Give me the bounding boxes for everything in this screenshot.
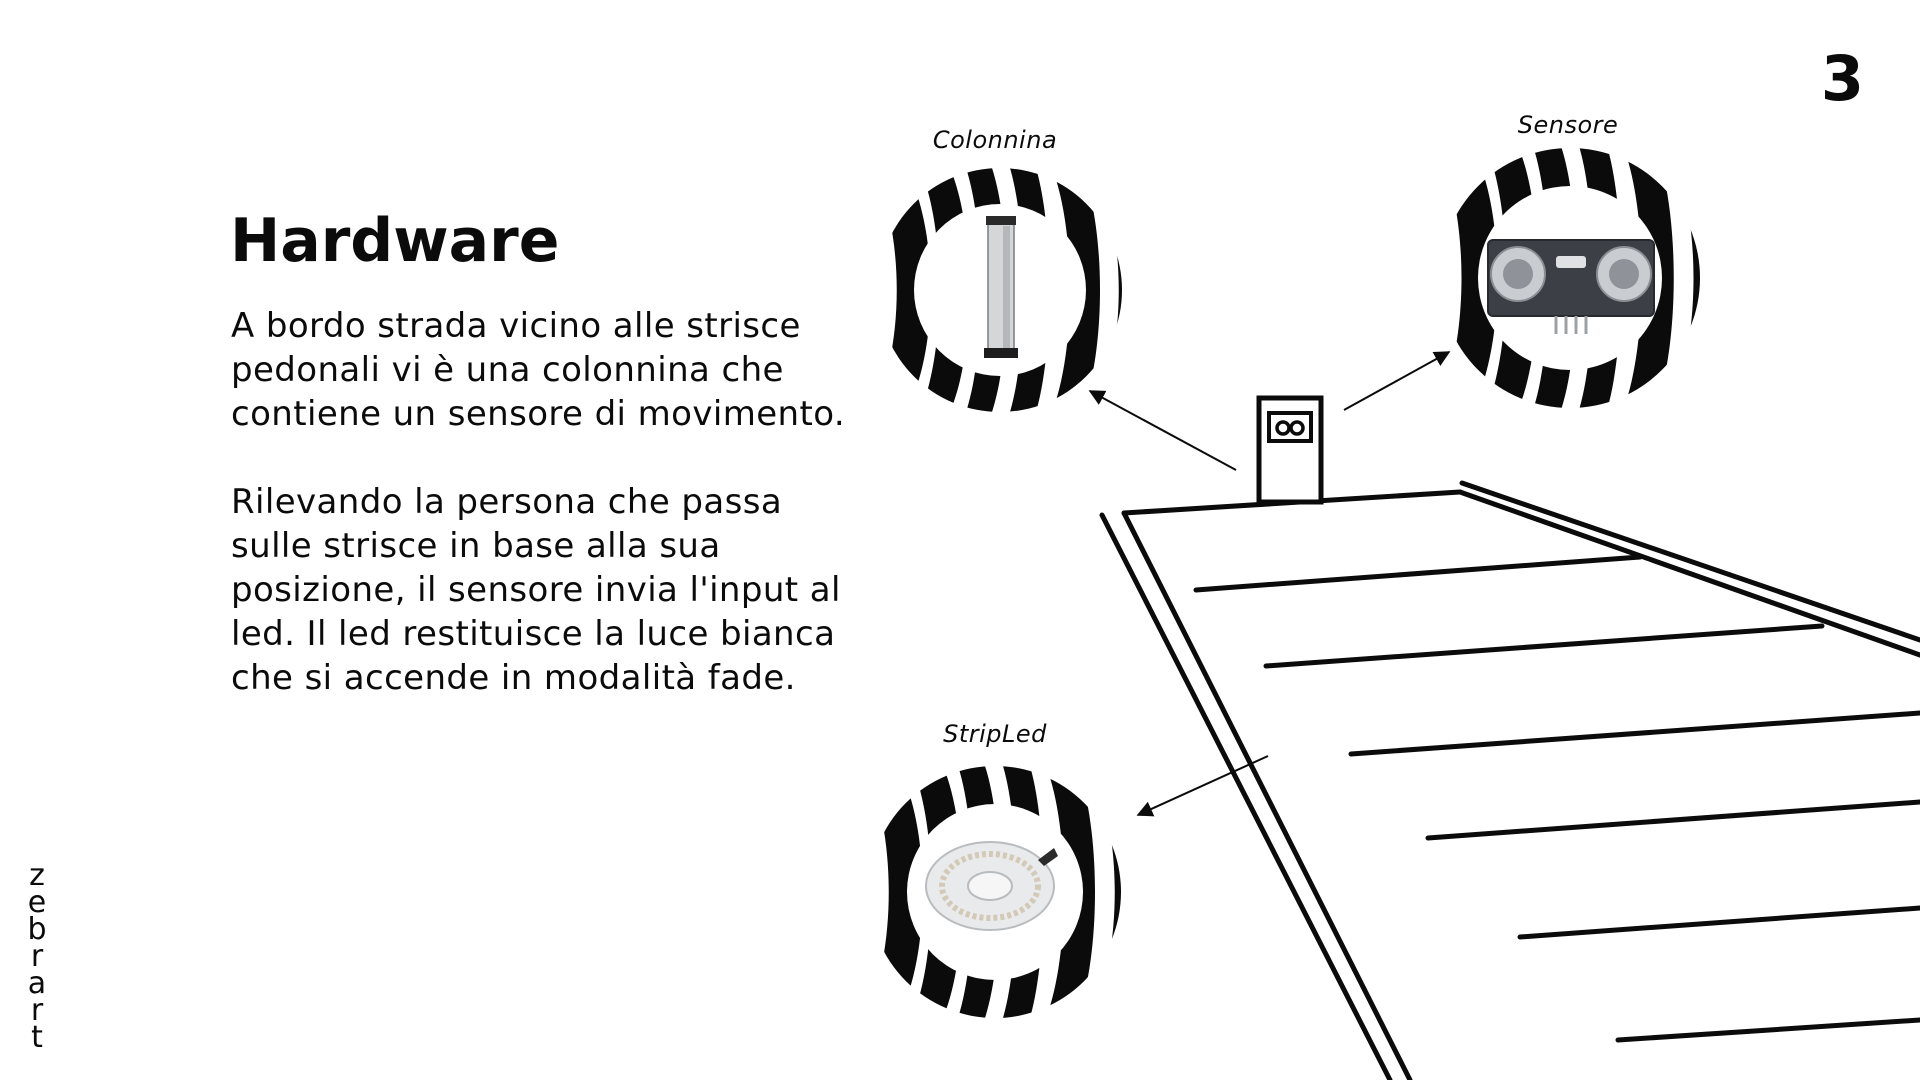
zebra-stripe: [1263, 623, 1825, 669]
crosswalk: [1099, 480, 1920, 1080]
slide-title: Hardware: [230, 206, 560, 276]
stripled-picture: [925, 841, 1058, 931]
zebra-stripe: [1615, 1017, 1920, 1043]
brand-logo: z e b r a r t: [22, 858, 52, 1055]
arrow-to-sensore: [1343, 351, 1451, 411]
colonnina-badge: [878, 168, 1122, 412]
road-far-line-1: [1459, 480, 1920, 643]
brand-letter: r: [30, 939, 44, 974]
brand-letter: z: [29, 858, 45, 893]
road-edge-line: [1121, 510, 1413, 1080]
brand-letter: a: [27, 966, 47, 1001]
brand-letter: t: [31, 1020, 43, 1055]
curb-line: [1099, 512, 1393, 1080]
post-sensor-eye: [1275, 420, 1291, 436]
arrow-to-stripled: [1136, 755, 1269, 817]
brand-letter: e: [27, 885, 47, 920]
sensor-post: [1256, 395, 1324, 505]
sensore-picture: [1487, 239, 1655, 334]
road-far-line-2: [1457, 489, 1920, 658]
colonnina-picture: [984, 216, 1018, 358]
colonnina-caption: Colonnina: [932, 126, 1058, 154]
arrows: [1088, 351, 1451, 817]
zebra-stripe: [1425, 799, 1920, 841]
arrow-to-colonnina: [1088, 390, 1237, 471]
description: A bordo strada vicino alle strisce pedon…: [231, 304, 851, 700]
brand-letter: b: [27, 912, 47, 947]
post-sensor-eye: [1289, 420, 1305, 436]
stripled-badge: [869, 766, 1121, 1018]
description-paragraph-2: Rilevando la persona che passa sulle str…: [231, 482, 841, 698]
zebra-stripe: [1517, 905, 1920, 940]
brand-letter: r: [30, 993, 44, 1028]
page-number: 3: [1820, 42, 1864, 115]
stripled-caption: StripLed: [943, 720, 1047, 748]
sensore-badge: [1440, 148, 1700, 408]
sensore-caption: Sensore: [1517, 111, 1619, 139]
description-paragraph-1: A bordo strada vicino alle strisce pedon…: [231, 306, 846, 434]
zebra-stripe: [1348, 710, 1920, 757]
zebra-stripe: [1193, 554, 1643, 593]
